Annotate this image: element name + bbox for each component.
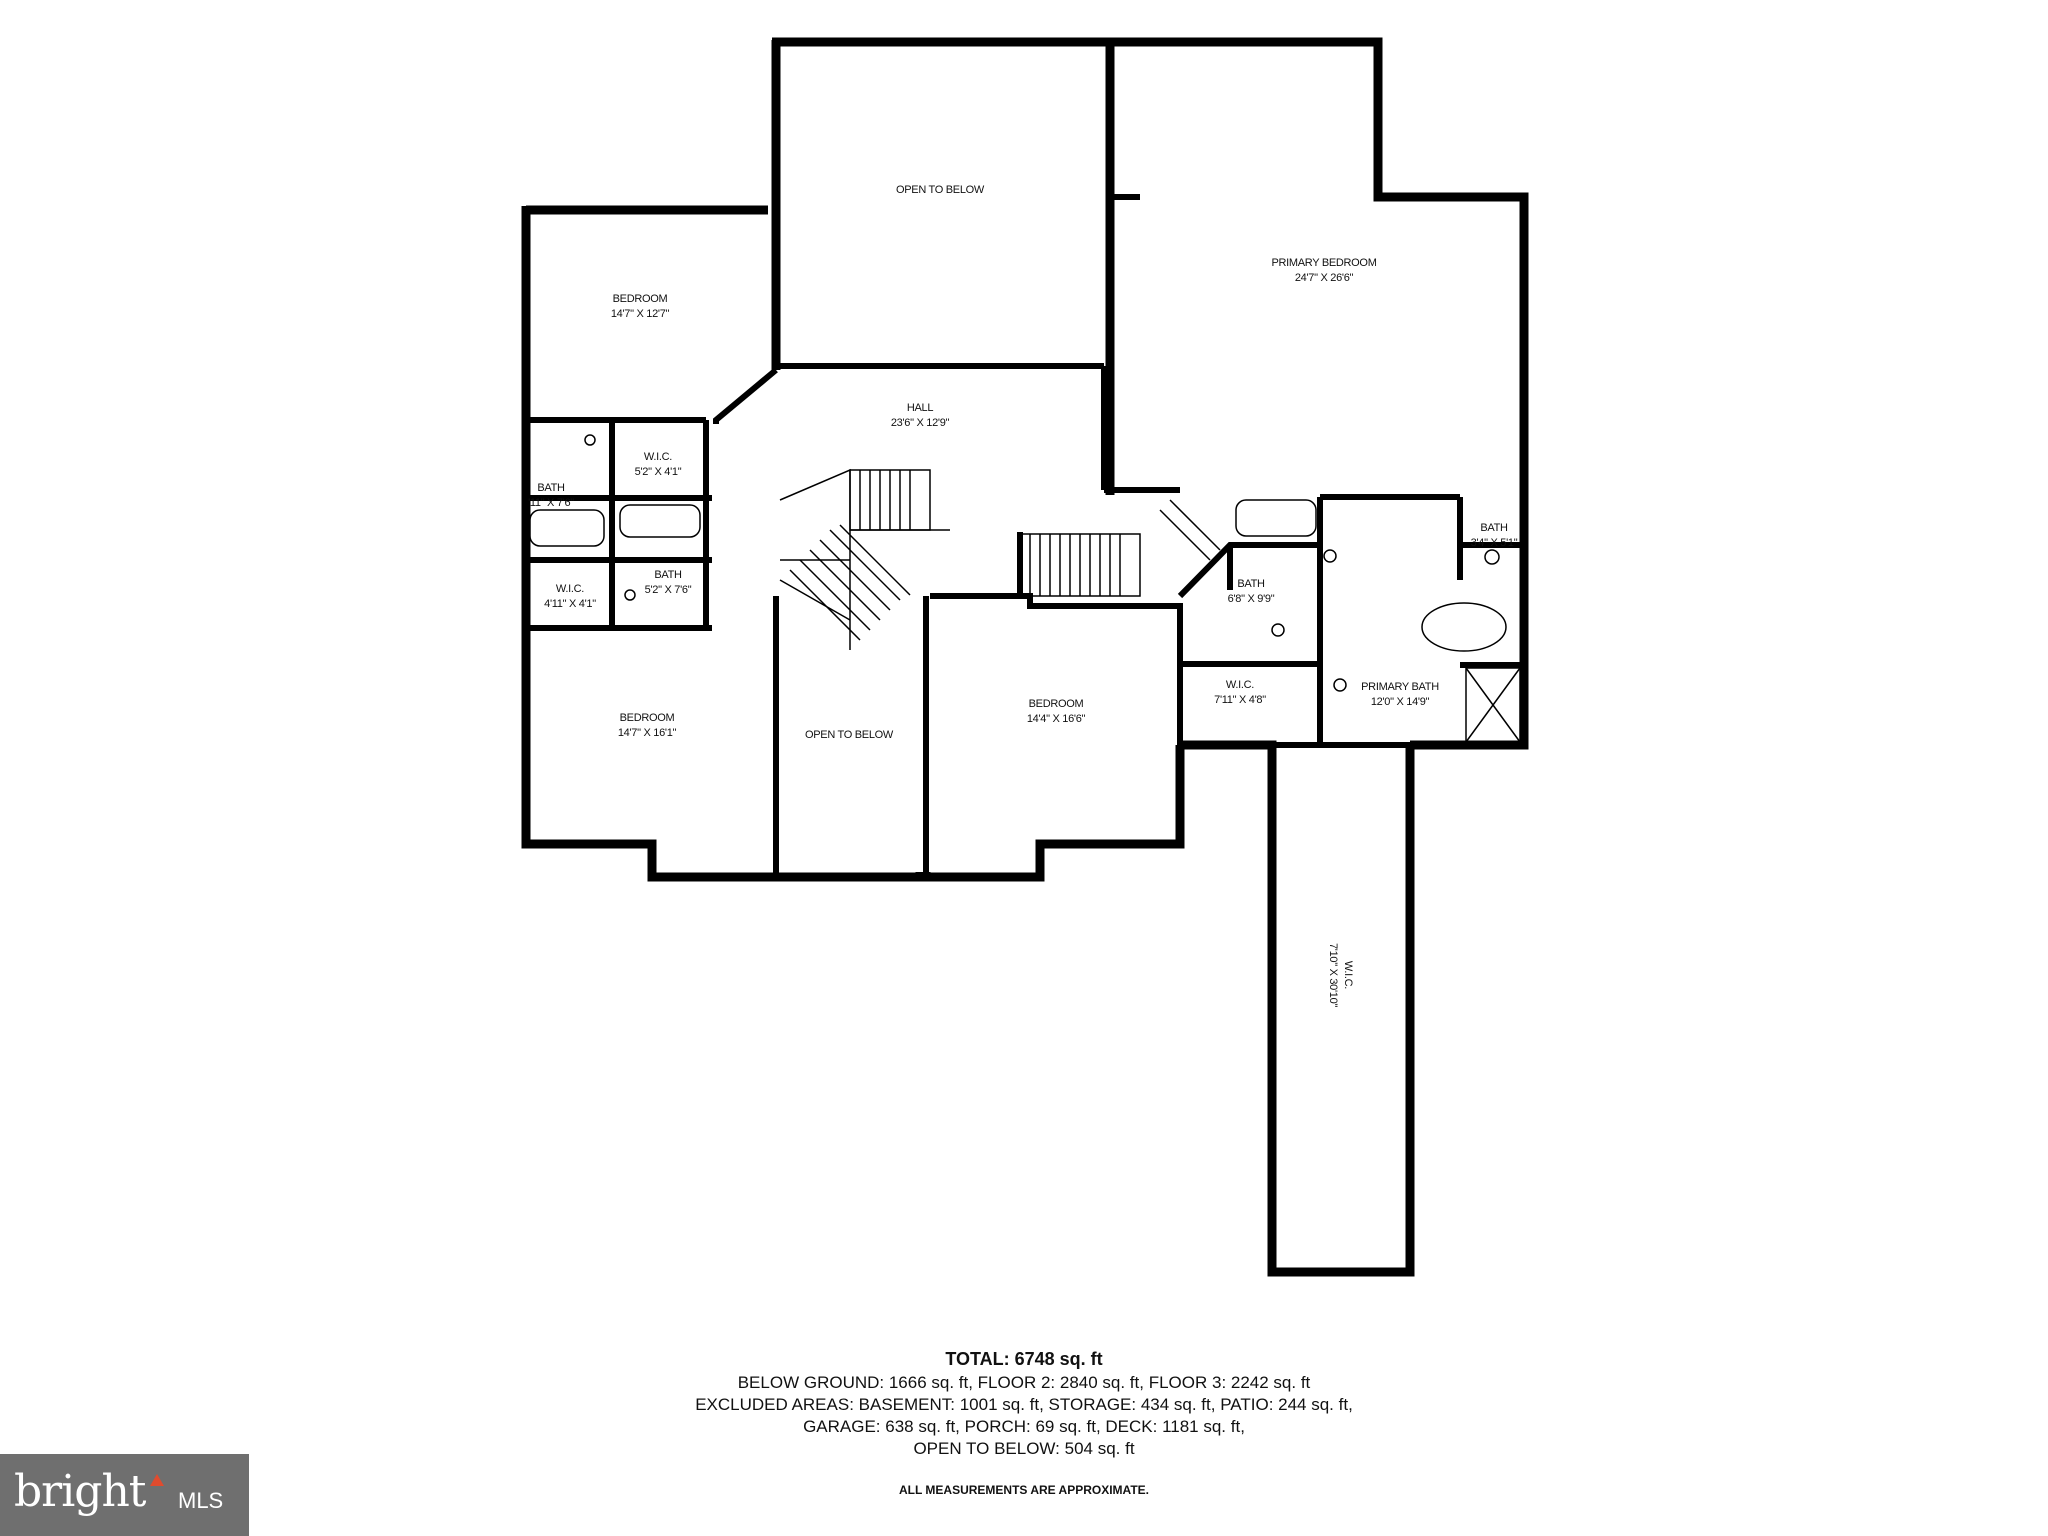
room-dims: 4'11" X 4'1" <box>544 598 596 610</box>
area-line: OPEN TO BELOW: 504 sq. ft <box>913 1439 1135 1458</box>
exterior-walls <box>521 37 1529 1277</box>
disclaimer: ALL MEASUREMENTS ARE APPROXIMATE. <box>898 1483 1149 1497</box>
fixtures <box>529 434 1521 743</box>
room-name: BATH <box>654 569 682 581</box>
room-name: PRIMARY BATH <box>1361 681 1439 693</box>
room-dims: 14'7" X 12'7" <box>611 308 670 320</box>
room-name: PRIMARY BEDROOM <box>1271 257 1376 269</box>
room-name: BATH <box>1237 578 1265 590</box>
area-line: BELOW GROUND: 1666 sq. ft, FLOOR 2: 2840… <box>737 1373 1311 1392</box>
area-line: GARAGE: 638 sq. ft, PORCH: 69 sq. ft, DE… <box>803 1417 1245 1436</box>
room-name: W.I.C. <box>644 451 672 463</box>
room-name: HALL <box>907 402 933 414</box>
room-dims: 23'6" X 12'9" <box>891 417 950 429</box>
room-dims: 14'7" X 16'1" <box>618 727 677 739</box>
room-name: W.I.C. <box>1342 961 1354 989</box>
room-name: OPEN TO BELOW <box>805 729 894 741</box>
logo-suffix: MLS <box>178 1488 224 1513</box>
room-dims: 7'10" X 30'10" <box>1327 943 1339 1007</box>
room-dims: 7'11" X 4'8" <box>1214 694 1266 706</box>
room-dims: 14'4" X 16'6" <box>1027 713 1086 725</box>
room-name: BEDROOM <box>613 293 668 305</box>
room-dims: 6'8" X 9'9" <box>1228 593 1275 605</box>
room-dims: 5'2" X 4'1" <box>635 466 682 478</box>
area-line: EXCLUDED AREAS: BASEMENT: 1001 sq. ft, S… <box>695 1395 1353 1414</box>
room-name: W.I.C. <box>556 583 584 595</box>
logo-accent-icon <box>150 1474 164 1486</box>
room-name: W.I.C. <box>1226 679 1254 691</box>
room-labels: OPEN TO BELOW BEDROOM 14'7" X 12'7" PRIM… <box>528 184 1518 1007</box>
room-name: OPEN TO BELOW <box>896 184 985 196</box>
area-breakdown: BELOW GROUND: 1666 sq. ft, FLOOR 2: 2840… <box>0 1372 2048 1460</box>
room-dims: 12'0" X 14'9" <box>1371 696 1430 708</box>
room-name: BEDROOM <box>1029 698 1084 710</box>
room-name: BATH <box>1480 522 1508 534</box>
room-dims: '11" X 7'6" <box>528 497 574 509</box>
logo-word: bright <box>14 1466 146 1517</box>
brightmls-logo: bright MLS <box>0 1454 249 1536</box>
room-dims: 24'7" X 26'6" <box>1295 272 1354 284</box>
room-name: BATH <box>537 482 565 494</box>
room-dims: 3'4" X 5'1" <box>1471 537 1518 549</box>
total-area: TOTAL: 6748 sq. ft <box>945 1349 1103 1369</box>
stair-treads <box>779 468 1221 650</box>
room-dims: 5'2" X 7'6" <box>645 584 692 596</box>
room-name: BEDROOM <box>620 712 675 724</box>
